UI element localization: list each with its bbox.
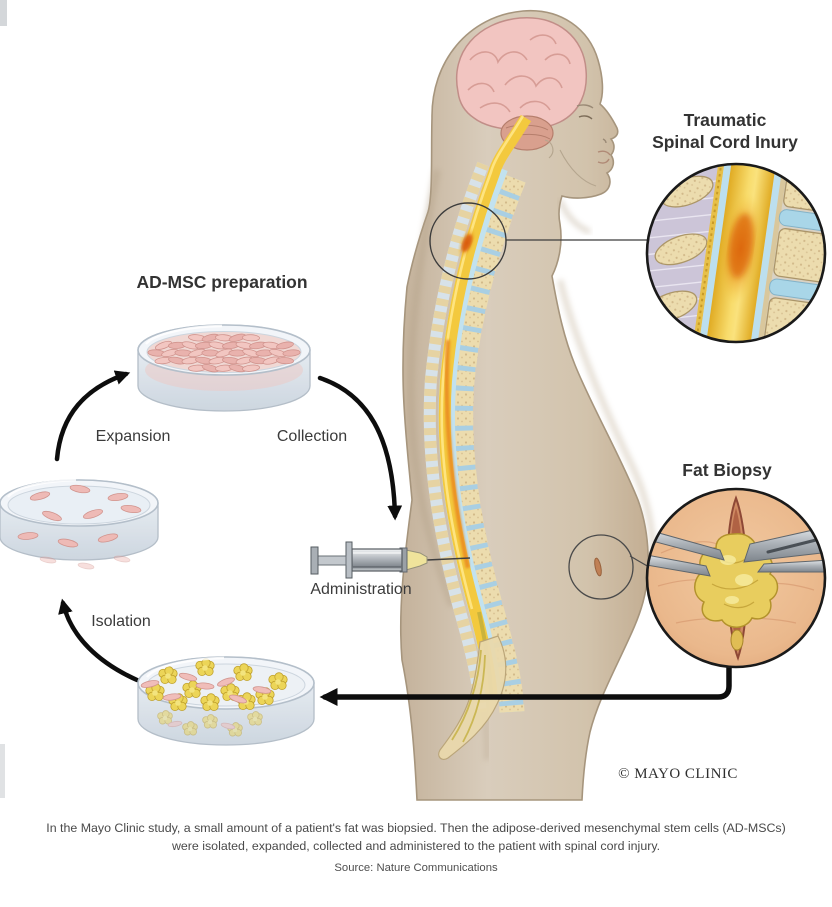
edge-artifact-left <box>0 744 5 798</box>
collection-arrow <box>317 375 403 521</box>
fat-cell-wall-layer <box>157 710 263 737</box>
fat-cell-layer <box>140 658 288 712</box>
isolation-label: Isolation <box>91 613 151 630</box>
fat-biopsy-inset <box>645 487 827 669</box>
isolated-cell-layer <box>17 484 142 570</box>
petri-dish-admsc <box>137 324 311 412</box>
spine <box>430 116 526 761</box>
traumatic-injury-label: Traumatic Spinal Cord Inury <box>652 110 798 154</box>
biopsy-leader-line <box>629 555 650 568</box>
figure-caption: In the Mayo Clinic study, a small amount… <box>36 820 796 855</box>
mayo-clinic-credit: © MAYO CLINIC <box>618 766 738 782</box>
syringe-icon <box>310 541 471 579</box>
traumatic-injury-label-line1: Traumatic <box>683 110 767 130</box>
edge-artifact-top-left <box>0 0 7 26</box>
process-arrows <box>54 370 732 707</box>
biopsy-to-dish-arrow <box>319 665 732 707</box>
fat-biopsy-label: Fat Biopsy <box>682 460 772 480</box>
source-attribution: Source: Nature Communications <box>334 862 498 874</box>
isolation-arrow <box>58 598 140 683</box>
forceps-icon <box>648 525 824 577</box>
brain-gyri <box>467 34 571 113</box>
figure-caption-line1: In the Mayo Clinic study, a small amount… <box>46 821 786 835</box>
expansion-arrow <box>54 370 131 462</box>
brain-illustration <box>455 17 588 151</box>
petri-dish-expansion <box>0 478 159 570</box>
admsc-preparation-label: AD-MSC preparation <box>136 272 308 292</box>
injury-magnifier-circle <box>429 202 507 280</box>
biopsy-incision-mark <box>594 557 602 577</box>
petri-dish-isolation <box>137 656 315 746</box>
expansion-label: Expansion <box>95 428 171 445</box>
figure-caption-line2: were isolated, expanded, collected and a… <box>171 838 661 853</box>
traumatic-injury-inset <box>645 162 827 344</box>
face-details <box>544 104 611 187</box>
biopsy-site-circle <box>568 534 634 600</box>
traumatic-injury-label-line2: Spinal Cord Inury <box>652 131 798 152</box>
admsc-cell-layer <box>147 333 301 373</box>
collection-label: Collection <box>276 428 348 445</box>
administration-label: Administration <box>310 581 412 598</box>
